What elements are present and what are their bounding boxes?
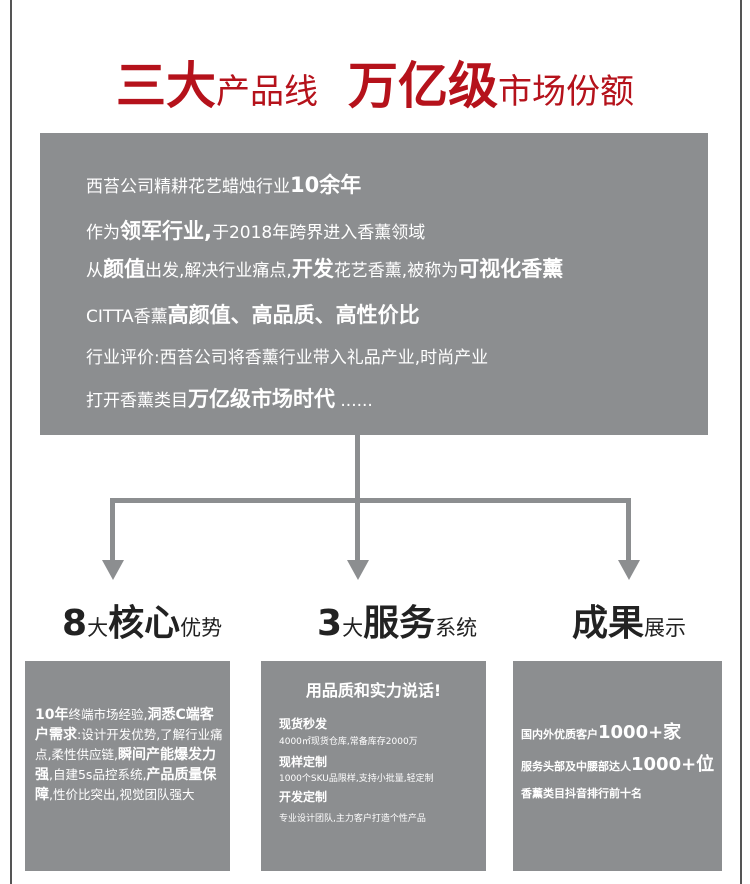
arrow-down-icon (346, 560, 369, 580)
connector-left (110, 498, 115, 560)
intro-panel: 西苔公司精耕花艺蜡烛行业10余年 作为领军行业,于2018年跨界进入香薰领域 从… (40, 133, 708, 435)
page-frame (10, 0, 742, 884)
service-item-desc: 4000㎡现货仓库,常备库存2000万 (279, 737, 418, 747)
service-item-desc: 1000个SKU品限样,支持小批量,轻定制 (279, 774, 434, 784)
achievement-row: 国内外优质客户1000+家 (521, 722, 682, 743)
title-three-big: 三大 (116, 57, 216, 115)
service-item-name: 现样定制 (279, 755, 328, 769)
title-market-share: 市场份额 (498, 72, 634, 112)
achievement-row: 服务头部及中腰部达人1000+位 (521, 754, 715, 775)
card-achievements: 国内外优质客户1000+家 服务头部及中腰部达人1000+位 香薰类目抖音排行前… (513, 661, 722, 871)
intro-line-2: 作为领军行业,于2018年跨界进入香薰领域 (86, 219, 426, 243)
connector-bar (110, 498, 631, 503)
connector-right (626, 498, 631, 560)
heading-service-systems: 3大服务系统 (317, 603, 478, 644)
achievement-row: 香薰类目抖音排行前十名 (521, 787, 642, 800)
connector-stem (355, 435, 360, 501)
intro-line-1: 西苔公司精耕花艺蜡烛行业10余年 (86, 173, 362, 197)
service-item-name: 开发定制 (279, 790, 328, 804)
card1-text: 10年终端市场经验,洞悉C端客户需求:设计开发优势,了解行业痛点,柔性供应链,瞬… (35, 707, 223, 803)
service-item-name: 现货秒发 (279, 717, 328, 731)
title-product-lines: 产品线 (216, 72, 318, 112)
intro-line-4: CITTA香薰高颜值、高品质、高性价比 (86, 303, 420, 327)
intro-line-3: 从颜值出发,解决行业痛点,开发花艺香薰,被称为可视化香薰 (86, 257, 564, 281)
card2-title: 用品质和实力说话! (305, 681, 442, 700)
page-title: 三大产品线万亿级市场份额 (0, 46, 750, 118)
service-item-desc: 专业设计团队,主力客户打造个性产品 (279, 814, 426, 824)
title-trillion: 万亿级 (348, 57, 498, 115)
arrow-down-icon (617, 560, 640, 580)
intro-line-5: 行业评价:西苔公司将香薰行业带入礼品产业,时尚产业 (86, 348, 489, 368)
heading-achievements: 成果展示 (572, 603, 687, 644)
connector-center (355, 498, 360, 560)
card-core-advantages: 10年终端市场经验,洞悉C端客户需求:设计开发优势,了解行业痛点,柔性供应链,瞬… (25, 661, 230, 871)
arrow-down-icon (101, 560, 124, 580)
heading-core-advantages: 8大核心优势 (62, 603, 223, 644)
card-service-systems: 用品质和实力说话! 现货秒发 4000㎡现货仓库,常备库存2000万 现样定制 … (261, 661, 486, 871)
intro-line-6: 打开香薰类目万亿级市场时代 ...... (86, 387, 373, 411)
